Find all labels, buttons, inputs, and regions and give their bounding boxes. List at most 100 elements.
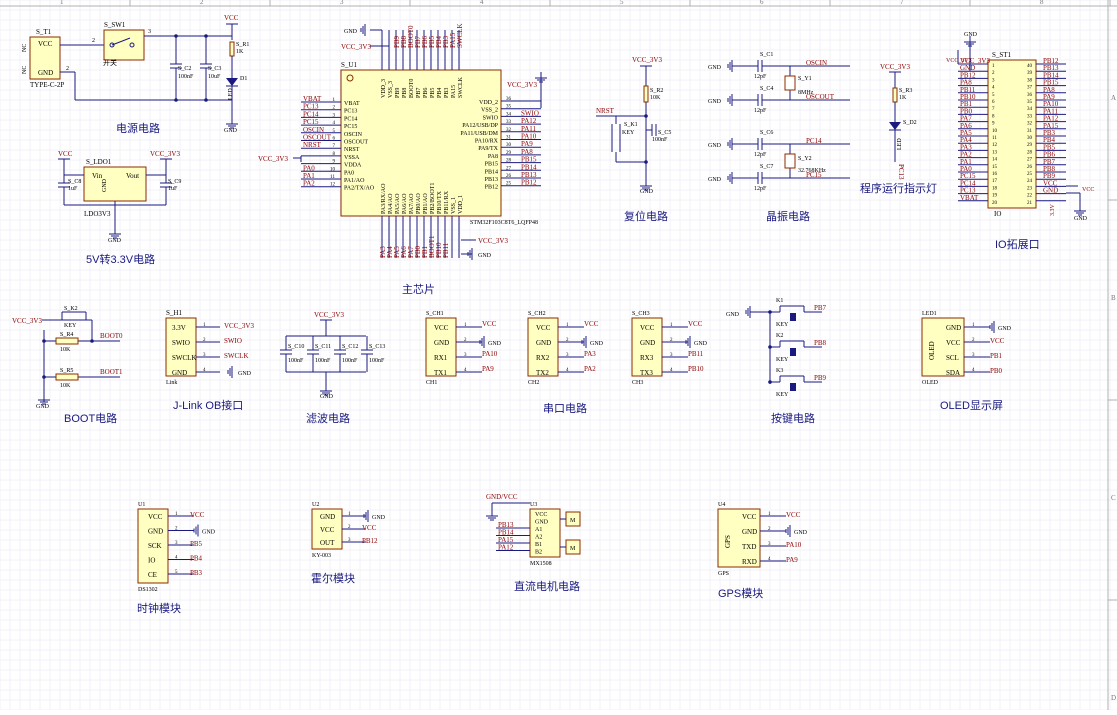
border-number: 3 <box>340 0 344 6</box>
mcu-net-bottom: PA4 <box>386 246 394 258</box>
mcu-net-top: PB4 <box>435 35 443 48</box>
mcu-pin-name: BOOT0 <box>409 79 415 98</box>
io-pin-num: 36 <box>1027 93 1033 98</box>
oled-pin-num: 1 <box>972 323 975 328</box>
r3-val: 1K <box>899 95 907 101</box>
mcu-pin-name: PB12 <box>485 185 498 191</box>
mcu-pin-name: NRST <box>344 147 360 153</box>
io-pin-num: 14 <box>992 158 998 163</box>
io-net-left: PB1 <box>960 100 973 108</box>
crystal-y2 <box>784 153 796 169</box>
y1-val: 8MHz <box>798 90 814 96</box>
io-net-right: PB4 <box>1043 136 1056 144</box>
io-pin-num: 7 <box>992 107 995 112</box>
mcu-pin-name: PA5/AO <box>395 193 401 214</box>
switch-lever <box>111 37 131 46</box>
clock-pin-name: SCK <box>148 542 162 550</box>
uart-net: PA9 <box>482 365 494 373</box>
io-pin-num: 2 <box>992 71 995 76</box>
io-gnd2: GND <box>1074 216 1088 222</box>
title-hall: 霍尔模块 <box>311 573 355 585</box>
oled-pin-name: GND <box>946 324 961 332</box>
oled-pin-name: SDA <box>946 369 960 377</box>
hall-name: KY-003 <box>312 553 331 559</box>
hall-net: PB12 <box>362 537 378 545</box>
io-pin-num: 18 <box>992 186 998 191</box>
io-net-right: PA11 <box>1043 107 1059 115</box>
mcu-pin-name: VBAT <box>344 101 360 107</box>
uart-name: CH3 <box>632 380 643 386</box>
io-pin-num: 10 <box>992 129 998 134</box>
uart-net: VCC <box>688 320 703 328</box>
io-pin-num: 19 <box>992 194 998 199</box>
filter-vcc: VCC_3V3 <box>314 311 344 319</box>
uart-pin-name: RX1 <box>434 354 448 362</box>
uart-net: PA3 <box>584 350 596 358</box>
border-letter: D <box>1111 694 1116 702</box>
border-number: 8 <box>1040 0 1044 6</box>
uart-pin-name: GND <box>536 339 551 347</box>
uart-ref: S_CH1 <box>426 311 444 317</box>
title-filter: 滤波电路 <box>306 413 350 425</box>
io-pin-num: 20 <box>992 201 998 206</box>
clock-module <box>137 508 169 584</box>
mcu-net-top: BOOT0 <box>407 25 415 48</box>
mcu-net-right: PA8 <box>521 148 533 156</box>
key-cap <box>790 348 796 356</box>
jlink-ref: S_H1 <box>166 309 182 317</box>
io-name: IO <box>994 210 1001 218</box>
io-pin-num: 27 <box>1027 158 1033 163</box>
mcu-net-left: VBAT <box>303 95 322 103</box>
mcu-pin-num: 2 <box>333 106 336 111</box>
clock-pin-num: 2 <box>175 527 178 532</box>
io-net-left: VBAT <box>960 194 979 202</box>
mcu-pin-name: PB3 <box>444 88 450 98</box>
mcu-pin-name: PA1/AO <box>344 178 365 184</box>
ldo-vin: Vin <box>92 172 103 180</box>
crystal-cap-val: 12pF <box>754 186 767 192</box>
typec-pin-gnd: GND <box>38 69 53 77</box>
io-net-right: PB3 <box>1043 129 1056 137</box>
jlink-pin-name: 3.3V <box>172 324 186 332</box>
filter-gnd: GND <box>320 394 334 400</box>
mcu-pin-name: PB2/BOOT1 <box>430 183 436 214</box>
c8-val: 1uF <box>68 186 78 192</box>
hall-net: VCC <box>362 524 377 532</box>
pin-num: 3 <box>148 29 151 35</box>
clock-pin-num: 5 <box>175 570 178 575</box>
boot-vcc: VCC_3V3 <box>12 317 42 325</box>
mcu-pin-name: PB6 <box>423 88 429 98</box>
mcu-net-top: SWCLK <box>456 24 464 49</box>
crystal-gnd: GND <box>708 177 722 183</box>
uart-net: VCC <box>584 320 599 328</box>
hall-module <box>311 508 343 550</box>
border-number: 2 <box>200 0 204 6</box>
mcu-pin-num: 1 <box>333 98 336 103</box>
title-uart: 串口电路 <box>543 403 587 415</box>
k2-ref: S_K2 <box>64 306 78 312</box>
keys-net: PB8 <box>814 339 827 347</box>
crystal-gnd: GND <box>708 143 722 149</box>
mcu-net-bottom: PA6 <box>400 246 408 258</box>
clock-pin-name: CE <box>148 571 157 579</box>
io-net-right: PB14 <box>1043 71 1059 79</box>
mcu-net-left: OSCOUT <box>303 134 332 142</box>
io-pin-num: 12 <box>992 143 998 148</box>
mcu-pin-name: OSCOUT <box>344 140 368 146</box>
crystal-cap-val: 12pF <box>754 74 767 80</box>
c9-val: 1uF <box>168 186 178 192</box>
gps-net: PA10 <box>786 541 802 549</box>
mcu-vdd2-net: VCC_3V3 <box>507 81 537 89</box>
uart-net: PB11 <box>688 350 704 358</box>
title-mcu: 主芯片 <box>402 284 435 296</box>
crystal-net: PC15 <box>806 171 822 179</box>
io-pin-num: 13 <box>992 150 998 155</box>
io-net-left: PB10 <box>960 93 976 101</box>
typec-nc2: NC <box>22 66 28 74</box>
uart-net: PA2 <box>584 365 596 373</box>
io-pin-num: 29 <box>1027 143 1033 148</box>
io-net-left: PA3 <box>960 143 972 151</box>
mcu-pin-name: PA3/RX/AO <box>381 183 387 214</box>
clock-net: PB5 <box>190 540 203 548</box>
io-net-right: GND <box>1043 187 1058 195</box>
